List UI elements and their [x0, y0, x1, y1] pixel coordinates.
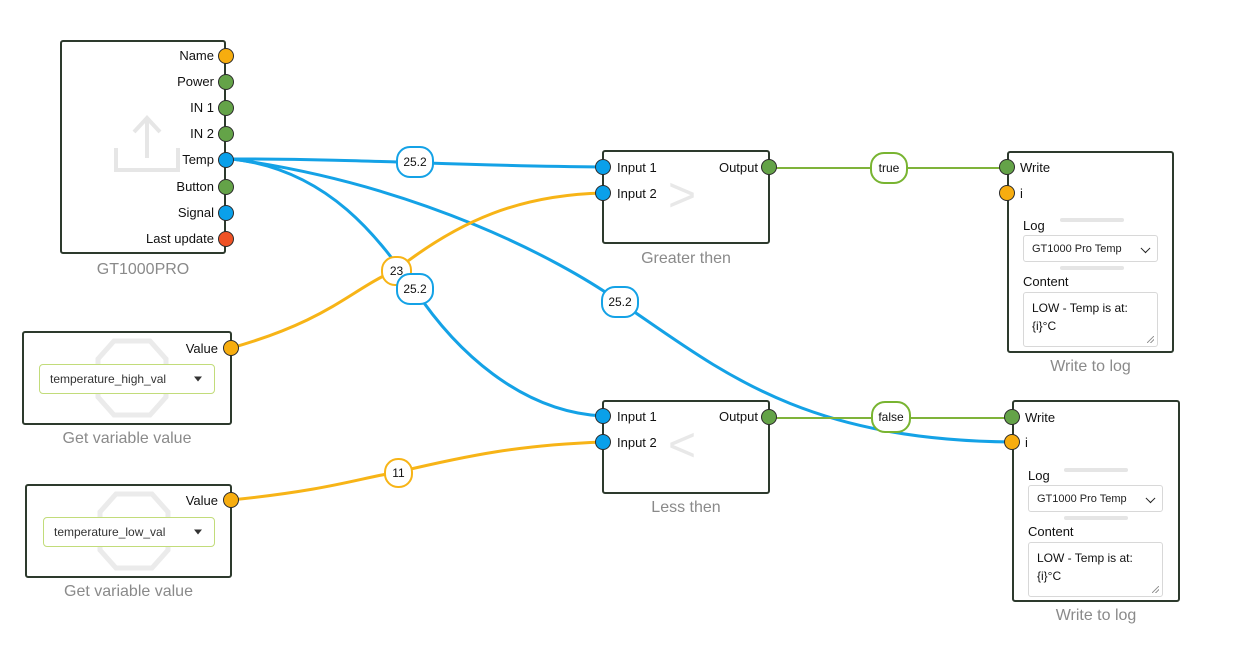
- port-label-last-update: Last update: [146, 231, 214, 246]
- wire-low-less-input2[interactable]: [230, 440, 604, 502]
- log1-content-label: Content: [1023, 274, 1069, 289]
- get-variable-high-title: Get variable value: [62, 430, 192, 447]
- port-label-power: Power: [177, 74, 214, 89]
- port-label-greater-input2: Input 2: [617, 186, 657, 201]
- less-then-node[interactable]: [602, 400, 770, 494]
- dropdown-caret-icon: [194, 376, 202, 382]
- resize-grip-icon[interactable]: [1152, 586, 1159, 593]
- port-in1[interactable]: [218, 100, 234, 116]
- log1-content-textarea[interactable]: LOW - Temp is at: {i}°C: [1023, 292, 1158, 347]
- log1-content-line1: LOW - Temp is at:: [1032, 301, 1128, 315]
- value-badge-temp-log: 25.2: [601, 286, 639, 318]
- port-last-update[interactable]: [218, 231, 234, 247]
- port-label-log1-i: i: [1020, 186, 1023, 201]
- port-low-value[interactable]: [223, 492, 239, 508]
- port-label-greater-output: Output: [718, 160, 758, 175]
- port-label-less-output: Output: [718, 409, 758, 424]
- port-label-low-value: Value: [185, 493, 218, 508]
- log2-content-line1: LOW - Temp is at:: [1037, 551, 1133, 565]
- value-badge-temp-greater: 25.2: [396, 146, 434, 178]
- value-badge-less-out: false: [871, 401, 911, 433]
- log1-log-select[interactable]: GT1000 Pro Temp: [1023, 235, 1158, 262]
- port-less-input2[interactable]: [595, 434, 611, 450]
- port-greater-input2[interactable]: [595, 185, 611, 201]
- log2-log-select[interactable]: GT1000 Pro Temp: [1028, 485, 1163, 512]
- port-label-signal: Signal: [177, 205, 214, 220]
- port-label-log2-write: Write: [1025, 410, 1056, 425]
- log2-log-label: Log: [1028, 468, 1050, 483]
- port-button[interactable]: [218, 179, 234, 195]
- log1-divider-mid: [1060, 266, 1124, 270]
- port-log2-i[interactable]: [1004, 434, 1020, 450]
- port-name[interactable]: [218, 48, 234, 64]
- port-signal[interactable]: [218, 205, 234, 221]
- port-label-temp: Temp: [182, 152, 214, 167]
- value-badge-low: 11: [384, 458, 413, 488]
- log1-divider-top: [1060, 218, 1124, 222]
- port-log1-write[interactable]: [999, 159, 1015, 175]
- log2-divider-top: [1064, 468, 1128, 472]
- port-greater-input1[interactable]: [595, 159, 611, 175]
- chevron-down-icon: [1145, 492, 1156, 503]
- write-to-log-title-2: Write to log: [1055, 607, 1137, 624]
- dropdown-caret-icon: [194, 529, 202, 535]
- port-label-less-input2: Input 2: [617, 435, 657, 450]
- port-less-input1[interactable]: [595, 408, 611, 424]
- log2-content-label: Content: [1028, 524, 1074, 539]
- variable-select-high[interactable]: temperature_high_val: [39, 364, 215, 394]
- get-variable-low-title: Get variable value: [64, 583, 193, 600]
- value-badge-temp-less: 25.2: [396, 273, 434, 305]
- wire-high-greater-input2[interactable]: [230, 191, 604, 350]
- write-to-log-title-1: Write to log: [1050, 358, 1131, 375]
- resize-grip-icon[interactable]: [1147, 336, 1154, 343]
- variable-select-high-value: temperature_high_val: [50, 372, 167, 386]
- variable-select-low[interactable]: temperature_low_val: [43, 517, 215, 547]
- value-badge-greater-out: true: [870, 152, 908, 184]
- port-in2[interactable]: [218, 126, 234, 142]
- chevron-down-icon: [1140, 242, 1151, 253]
- log2-log-select-value: GT1000 Pro Temp: [1037, 492, 1127, 505]
- port-high-value[interactable]: [223, 340, 239, 356]
- port-label-name: Name: [179, 48, 214, 63]
- port-label-in2: IN 2: [190, 126, 214, 141]
- log2-content-line2: {i}°C: [1037, 569, 1062, 583]
- log1-log-select-value: GT1000 Pro Temp: [1032, 242, 1122, 255]
- port-label-log2-i: i: [1025, 435, 1028, 450]
- device-node[interactable]: [60, 40, 226, 254]
- log2-content-textarea[interactable]: LOW - Temp is at: {i}°C: [1028, 542, 1163, 597]
- greater-then-title: Greater then: [641, 250, 731, 267]
- port-label-less-input1: Input 1: [617, 409, 657, 424]
- port-label-high-value: Value: [185, 341, 218, 356]
- log2-divider-mid: [1064, 516, 1128, 520]
- port-temp[interactable]: [218, 152, 234, 168]
- port-log2-write[interactable]: [1004, 409, 1020, 425]
- port-label-log1-write: Write: [1020, 160, 1051, 175]
- port-label-button: Button: [176, 179, 214, 194]
- port-power[interactable]: [218, 74, 234, 90]
- variable-select-low-value: temperature_low_val: [54, 525, 166, 539]
- port-label-in1: IN 1: [190, 100, 214, 115]
- port-less-output[interactable]: [761, 409, 777, 425]
- log1-content-line2: {i}°C: [1032, 319, 1057, 333]
- port-greater-output[interactable]: [761, 159, 777, 175]
- less-then-title: Less then: [651, 499, 721, 516]
- device-node-title: GT1000PRO: [96, 261, 190, 278]
- port-log1-i[interactable]: [999, 185, 1015, 201]
- port-label-greater-input1: Input 1: [617, 160, 657, 175]
- log1-log-label: Log: [1023, 218, 1045, 233]
